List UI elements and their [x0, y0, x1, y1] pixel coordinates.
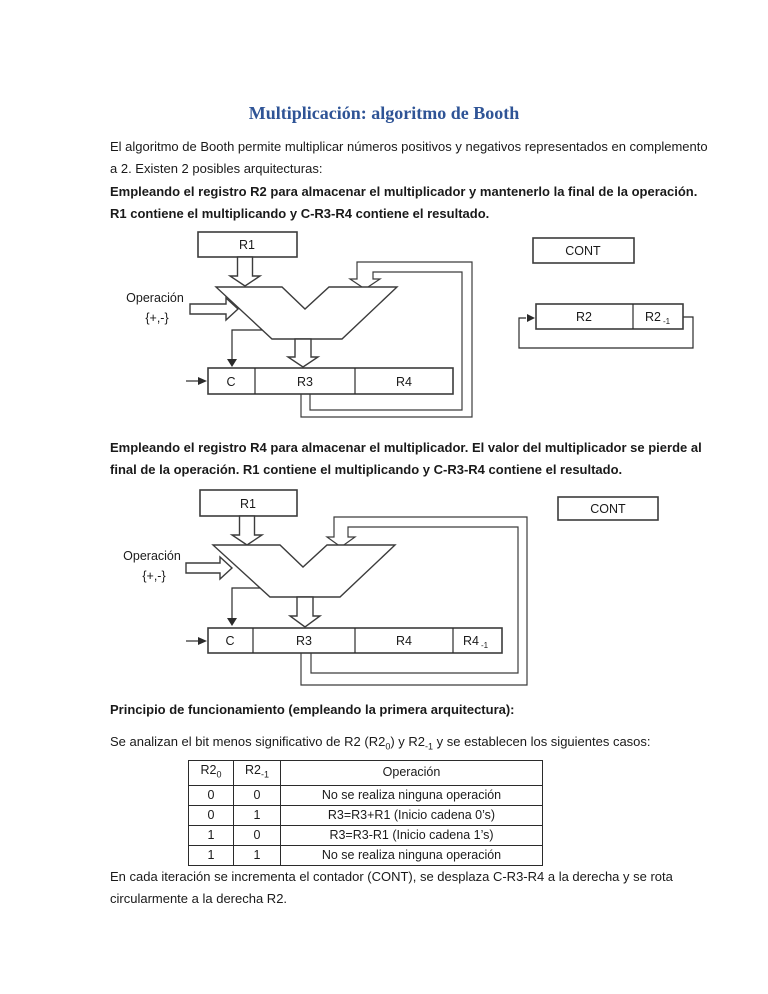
r4-cell-label: R4 — [396, 634, 412, 648]
alu-shape — [214, 286, 399, 340]
analysis-paragraph: Se analizan el bit menos significativo d… — [110, 731, 710, 758]
cell-operation: No se realiza ninguna operación — [280, 784, 543, 806]
r4-minus1-cell-label: R4-1 — [463, 634, 489, 650]
cell-r2-minus1: 0 — [233, 824, 281, 846]
shift-in-arrowhead — [198, 377, 207, 385]
alu-output-arrow — [285, 338, 321, 368]
cell-r2-0: 1 — [188, 824, 234, 846]
carry-cell-label: C — [225, 634, 234, 648]
architecture2-description: Empleando el registro R4 para almacenar … — [110, 440, 702, 477]
carry-cell-label: C — [226, 375, 235, 389]
shift-in-arrowhead — [198, 637, 207, 645]
r1-to-alu-arrow — [227, 256, 263, 287]
table-row: 1 0 R3=R3-R1 (Inicio cadena 1’s) — [188, 824, 543, 846]
cell-operation: No se realiza ninguna operación — [280, 844, 543, 866]
principle-heading: Principio de funcionamiento (empleando l… — [110, 702, 515, 717]
cell-operation: R3=R3-R1 (Inicio cadena 1’s) — [280, 824, 543, 846]
cell-operation: R3=R3+R1 (Inicio cadena 0’s) — [280, 804, 543, 826]
r4-cell-label: R4 — [396, 375, 412, 389]
r1-to-alu-arrow — [229, 515, 265, 546]
cont-label: CONT — [565, 244, 601, 258]
table-row: 1 1 No se realiza ninguna operación — [188, 844, 543, 866]
r2-rotate-arrowhead — [527, 314, 535, 322]
r3-cell-label: R3 — [297, 375, 313, 389]
r2-register-box — [535, 303, 684, 330]
intro-paragraph: El algoritmo de Booth permite multiplica… — [110, 139, 708, 176]
diagram1-first-architecture: R1 Operación {+,-} C R3 R4 — [126, 231, 694, 418]
table-row: 0 1 R3=R3+R1 (Inicio cadena 0’s) — [188, 804, 543, 826]
operation-arrow — [185, 555, 234, 581]
architecture1-description: Empleando el registro R2 para almacenar … — [110, 184, 698, 221]
table-header-row: R20 R2-1 Operación — [188, 760, 543, 786]
r2-minus1-subscript: -1 — [425, 741, 434, 752]
diagram2-second-architecture: R1 Operación {+,-} C R3 R4 R4-1 — [123, 489, 659, 686]
r2-minus1-cell-label: R2-1 — [645, 310, 671, 326]
header-r2-minus1: R2-1 — [233, 760, 281, 786]
alu-output-arrow — [287, 596, 323, 628]
iteration-paragraph: En cada iteración se incrementa el conta… — [110, 869, 673, 906]
r2-0-subscript: 0 — [385, 741, 391, 752]
analysis-text: Se analizan el bit menos significativo d… — [110, 734, 386, 749]
r1-label: R1 — [239, 238, 255, 252]
r2-cell-label: R2 — [576, 310, 592, 324]
operation-arrow — [189, 296, 240, 322]
operation-set-label: {+,-} — [142, 569, 165, 583]
carry-line — [231, 587, 260, 619]
cont-label: CONT — [590, 502, 626, 516]
cell-r2-minus1: 0 — [233, 784, 281, 806]
operation-set-label: {+,-} — [145, 311, 168, 325]
carry-arrowhead — [227, 618, 237, 626]
r3-cell-label: R3 — [296, 634, 312, 648]
cell-r2-0: 0 — [188, 784, 234, 806]
c-r3-r4-register-box — [207, 367, 454, 395]
table-row: 0 0 No se realiza ninguna operación — [188, 784, 543, 806]
cell-r2-0: 0 — [188, 804, 234, 826]
carry-arrowhead — [227, 359, 237, 367]
analysis-text: ) y R2 — [390, 734, 425, 749]
cont-counter-box — [532, 237, 635, 264]
booth-cases-table: R20 R2-1 Operación 0 0 No se realiza nin… — [188, 760, 543, 866]
cell-r2-minus1: 1 — [233, 844, 281, 866]
cont-counter-box — [557, 496, 659, 521]
operation-label: Operación — [126, 291, 184, 305]
header-r2-0: R20 — [188, 760, 234, 786]
alu-shape — [211, 544, 397, 598]
carry-line — [231, 329, 262, 360]
analysis-text: y se establecen los siguientes casos: — [433, 734, 651, 749]
page-title: Multiplicación: algoritmo de Booth — [248, 103, 520, 123]
cell-r2-minus1: 1 — [233, 804, 281, 826]
cell-r2-0: 1 — [188, 844, 234, 866]
operation-label: Operación — [123, 549, 181, 563]
header-operacion: Operación — [280, 760, 543, 786]
result-feedback-pipe — [300, 516, 528, 686]
r2-rotate-loop — [518, 316, 694, 349]
r1-label: R1 — [240, 497, 256, 511]
